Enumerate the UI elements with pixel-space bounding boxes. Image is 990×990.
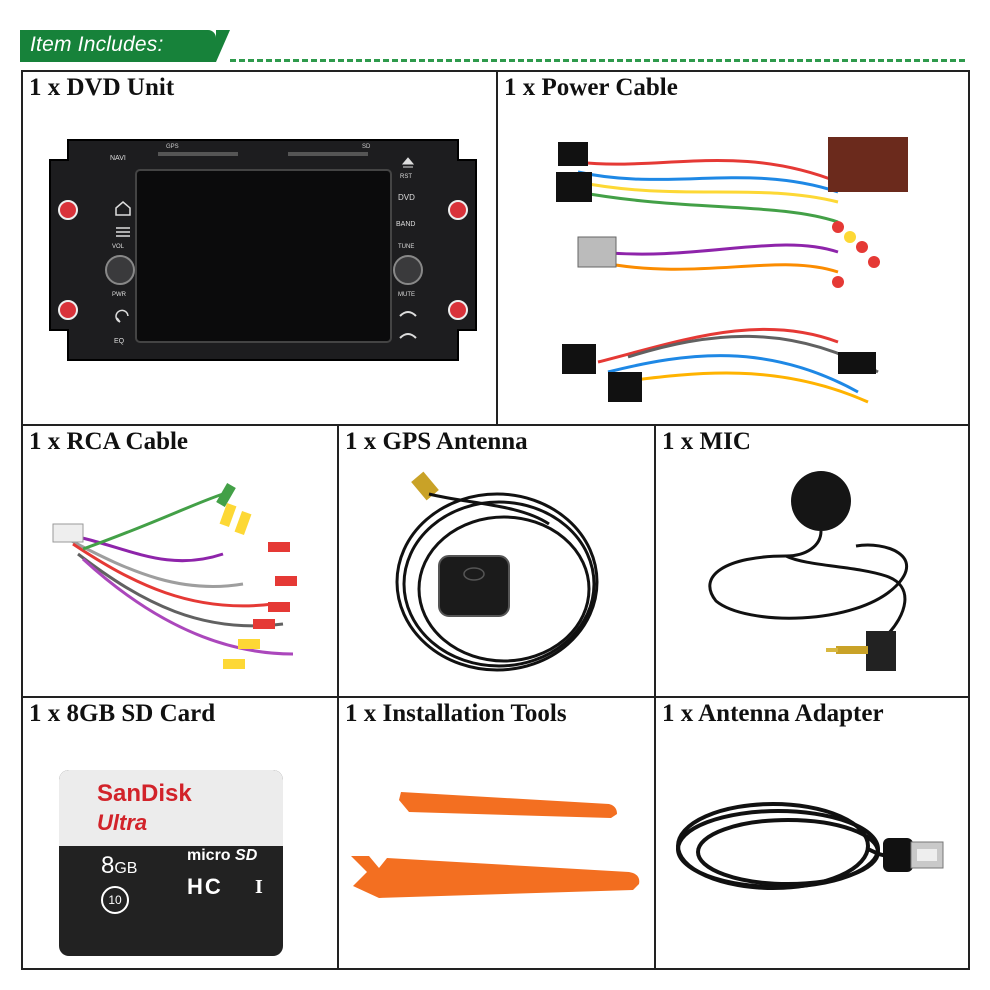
item-cell-installation-tools: 1 x Installation Tools: [337, 696, 656, 970]
item-cell-sd-card: 1 x 8GB SD Card SanDisk Ultra 8GB 10 mic…: [21, 696, 339, 970]
item-cell-dvd-unit: 1 x DVD Unit NAVI GPS SD RST DVD BAND TU…: [21, 70, 498, 426]
item-cell-gps-antenna: 1 x GPS Antenna: [337, 424, 656, 698]
back-icon: [115, 309, 129, 323]
gps-antenna-image: [395, 471, 599, 672]
banner-dashed-line: [230, 59, 965, 62]
power-cable-image: [556, 137, 908, 404]
sd-card-capacity: 8: [101, 852, 115, 879]
home-icon: [115, 201, 131, 216]
item-title-dvd-unit: 1 x DVD Unit: [29, 74, 175, 101]
sd-card-capacity-group: 8GB: [101, 852, 137, 880]
eject-icon: [401, 157, 415, 168]
antenna-adapter-image: [676, 802, 944, 890]
sd-card-class-mark: I: [255, 876, 263, 898]
sd-card-hc-mark: HC: [187, 874, 223, 899]
item-title-antenna-adapter: 1 x Antenna Adapter: [662, 700, 884, 727]
item-title-mic: 1 x MIC: [662, 428, 751, 455]
dvd-label-vol: VOL: [112, 244, 125, 250]
dvd-label-navi: NAVI: [110, 155, 126, 162]
dvd-label-mute: MUTE: [398, 292, 415, 298]
rca-cable-image: [52, 482, 297, 669]
item-title-sd-card: 1 x 8GB SD Card: [29, 700, 216, 727]
item-title-gps-antenna: 1 x GPS Antenna: [345, 428, 528, 455]
dvd-label-dvd: DVD: [398, 193, 415, 202]
dvd-label-eq: EQ: [114, 338, 125, 345]
sd-card-line: Ultra: [97, 810, 148, 835]
item-cell-rca-cable: 1 x RCA Cable: [21, 424, 339, 698]
phone-icon: [399, 311, 417, 339]
dvd-label-band: BAND: [396, 221, 415, 228]
item-includes-banner: Item Includes:: [20, 30, 965, 66]
microsd-sd: SD: [235, 847, 258, 864]
sd-card-speed-class: 10: [101, 886, 129, 914]
item-cell-power-cable: 1 x Power Cable: [496, 70, 970, 426]
dvd-unit-image: NAVI GPS SD RST DVD BAND TUNE VOL PWR MU…: [49, 139, 477, 361]
microsd-logo: micro SD: [187, 848, 257, 864]
dvd-label-pwr: PWR: [112, 292, 127, 298]
dvd-label-gps: GPS: [166, 144, 179, 150]
sd-card-image: SanDisk Ultra 8GB 10 micro SD HC I: [59, 770, 283, 956]
item-title-installation-tools: 1 x Installation Tools: [345, 700, 567, 727]
item-cell-antenna-adapter: 1 x Antenna Adapter: [654, 696, 970, 970]
sd-card-top-label: [59, 770, 283, 846]
banner-tab: Item Includes:: [20, 30, 230, 62]
mic-image: [708, 471, 909, 671]
dvd-label-tune: TUNE: [398, 244, 414, 250]
installation-tools-image: [351, 792, 640, 898]
item-title-power-cable: 1 x Power Cable: [504, 74, 678, 101]
dvd-label-rst: RST: [400, 174, 412, 180]
banner-label: Item Includes:: [30, 33, 164, 56]
item-title-rca-cable: 1 x RCA Cable: [29, 428, 189, 455]
dvd-label-sd: SD: [362, 144, 371, 150]
menu-icon: [116, 227, 130, 237]
sd-card-unit: GB: [114, 860, 138, 877]
sd-card-brand: SanDisk: [97, 780, 192, 807]
microsd-micro: micro: [187, 847, 231, 864]
item-cell-mic: 1 x MIC: [654, 424, 970, 698]
